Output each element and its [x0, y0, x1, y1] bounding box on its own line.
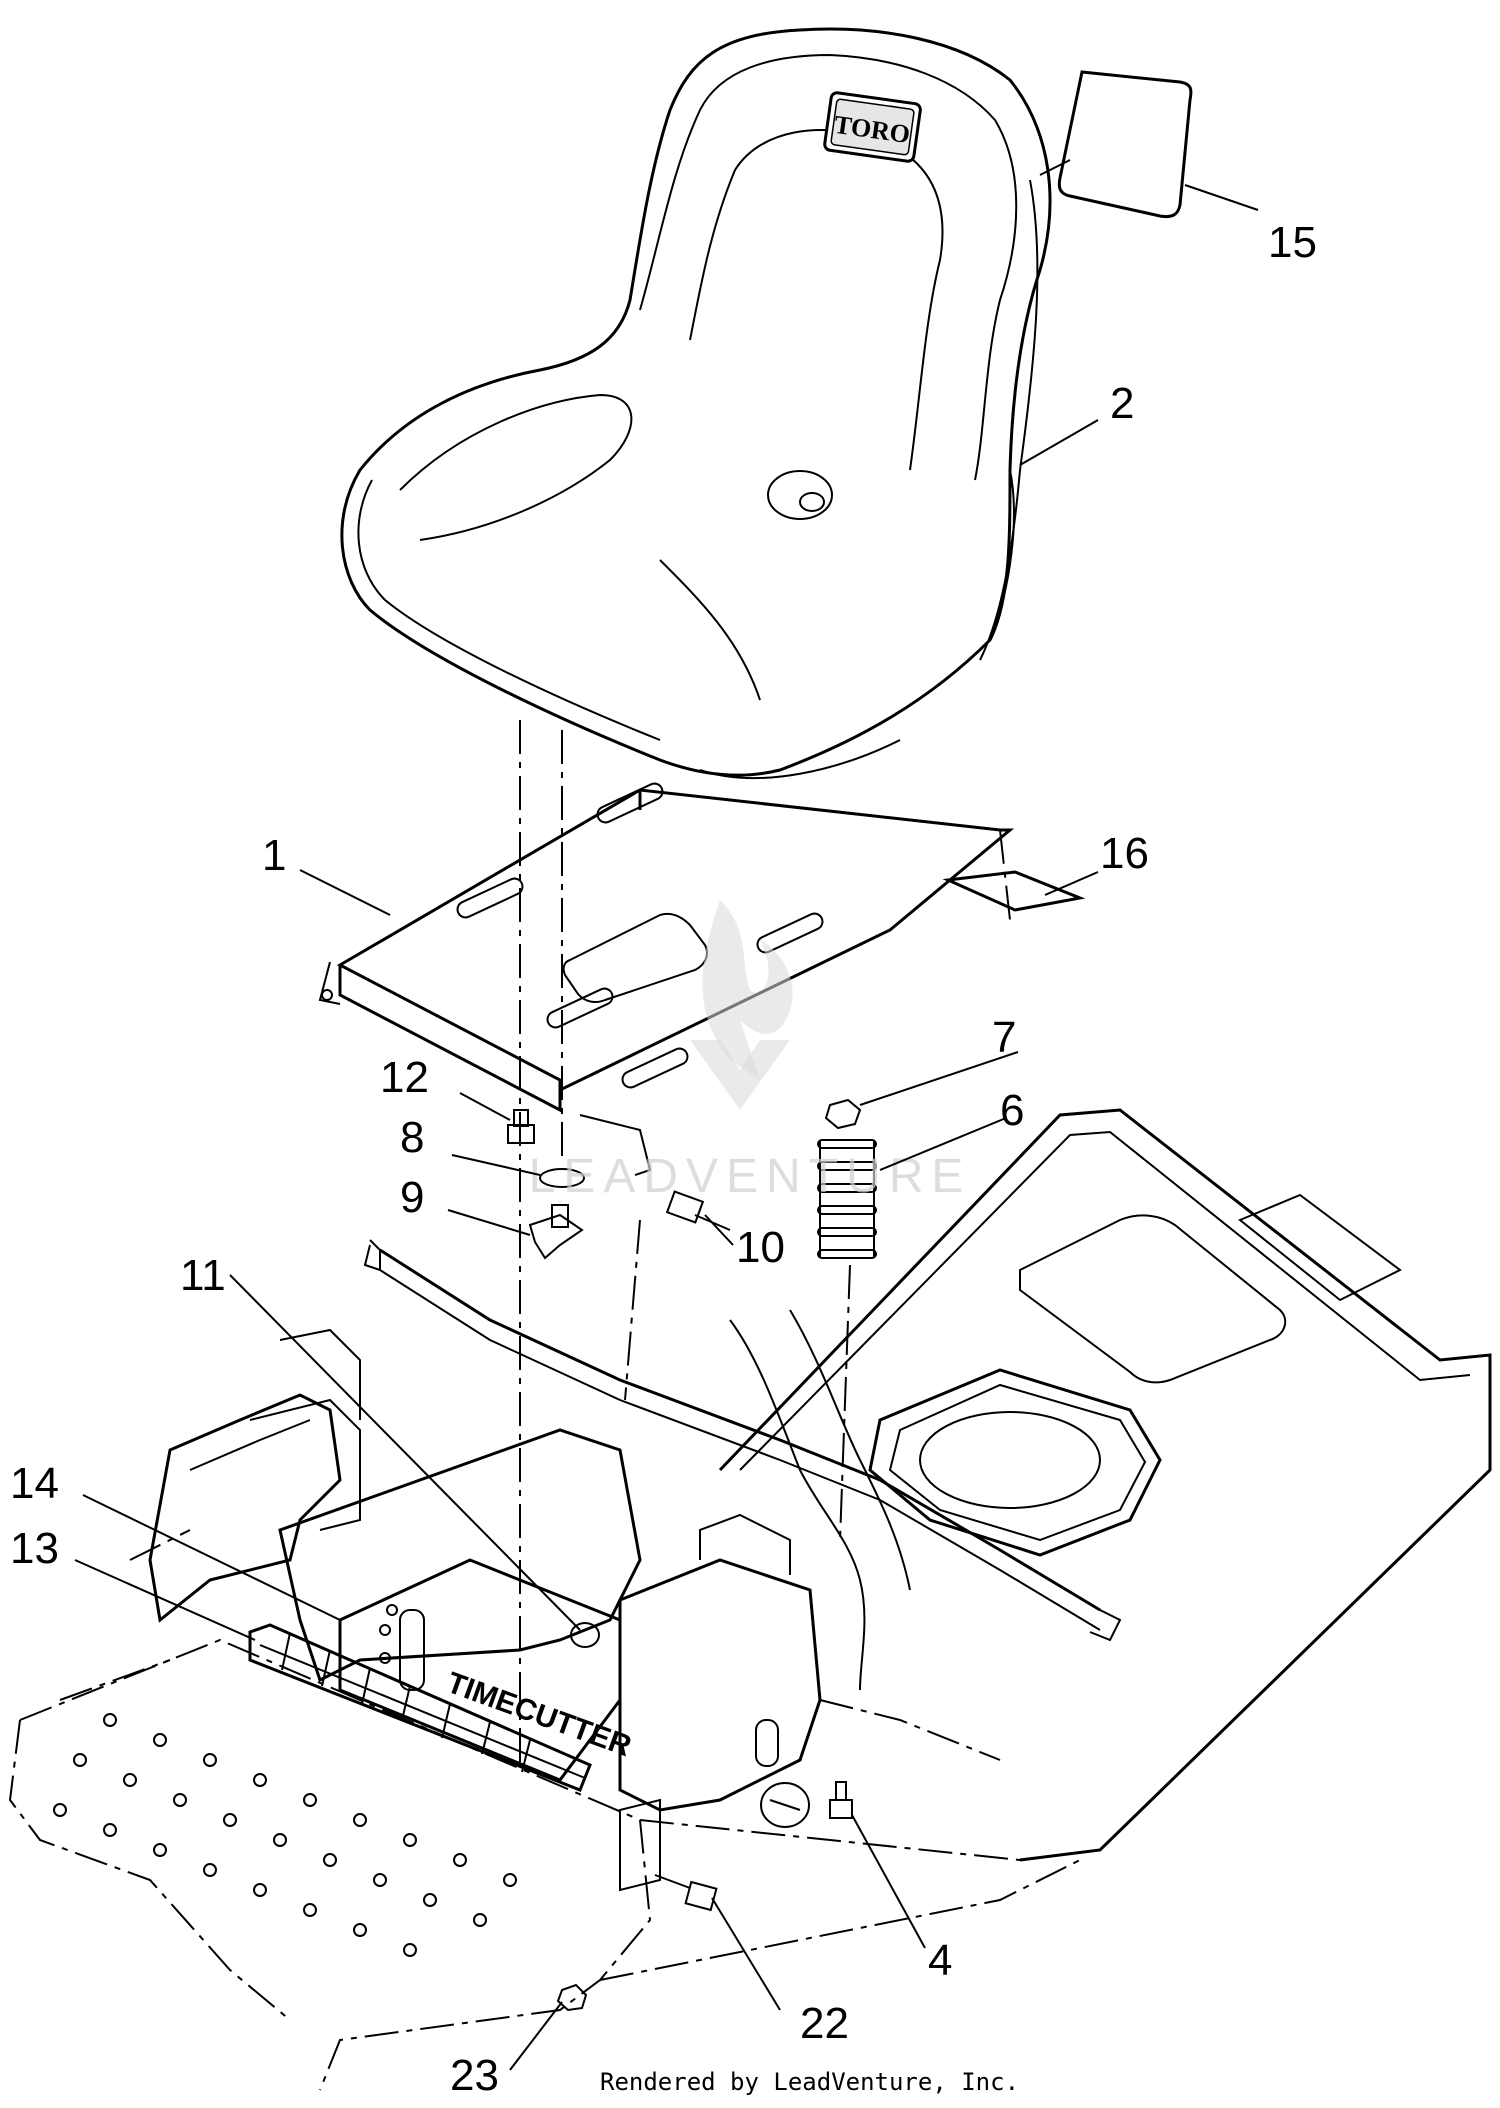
watermark-text: LEADVENTURE — [529, 1150, 972, 1203]
callout-11: 11 — [180, 1251, 226, 1300]
watermark: LEADVENTURE — [529, 900, 972, 1203]
leader-lines — [74, 184, 1259, 2071]
knob-9 — [528, 1204, 584, 1260]
decal-16 — [942, 870, 1086, 912]
callout-12: 12 — [380, 1053, 429, 1102]
callout-9: 9 — [400, 1173, 424, 1222]
seat: TORO — [340, 27, 1052, 780]
callout-2: 2 — [1110, 379, 1134, 428]
callout-16: 16 — [1100, 829, 1149, 878]
bolt-4 — [829, 1781, 853, 1819]
callout-4: 4 — [928, 1936, 952, 1985]
spring-6 — [817, 1139, 877, 1259]
nut-7 — [824, 1098, 862, 1130]
seat-logo-badge: TORO — [823, 91, 922, 163]
control-panel-14 — [338, 1558, 622, 1782]
callout-15: 15 — [1268, 218, 1317, 267]
bolt-12 — [507, 1109, 535, 1144]
callout-13: 13 — [10, 1524, 59, 1573]
callout-10: 10 — [736, 1223, 785, 1272]
nut-23 — [556, 1983, 588, 2012]
callout-7: 7 — [992, 1013, 1016, 1062]
callout-6: 6 — [1000, 1086, 1024, 1135]
footer-credit: Rendered by LeadVenture, Inc. — [600, 2068, 1019, 2096]
callout-23: 23 — [450, 2051, 499, 2100]
washer-8 — [539, 1168, 585, 1188]
floor-pan — [8, 1529, 1101, 2091]
callouts: 15 2 1 16 7 6 12 8 9 10 11 14 13 4 22 23 — [10, 218, 1317, 2100]
bolt-22 — [654, 1874, 718, 1912]
callout-22: 22 — [800, 1999, 849, 2048]
decal-15 — [1057, 70, 1193, 219]
callout-8: 8 — [400, 1113, 424, 1162]
callout-14: 14 — [10, 1459, 59, 1508]
callout-1: 1 — [262, 831, 286, 880]
